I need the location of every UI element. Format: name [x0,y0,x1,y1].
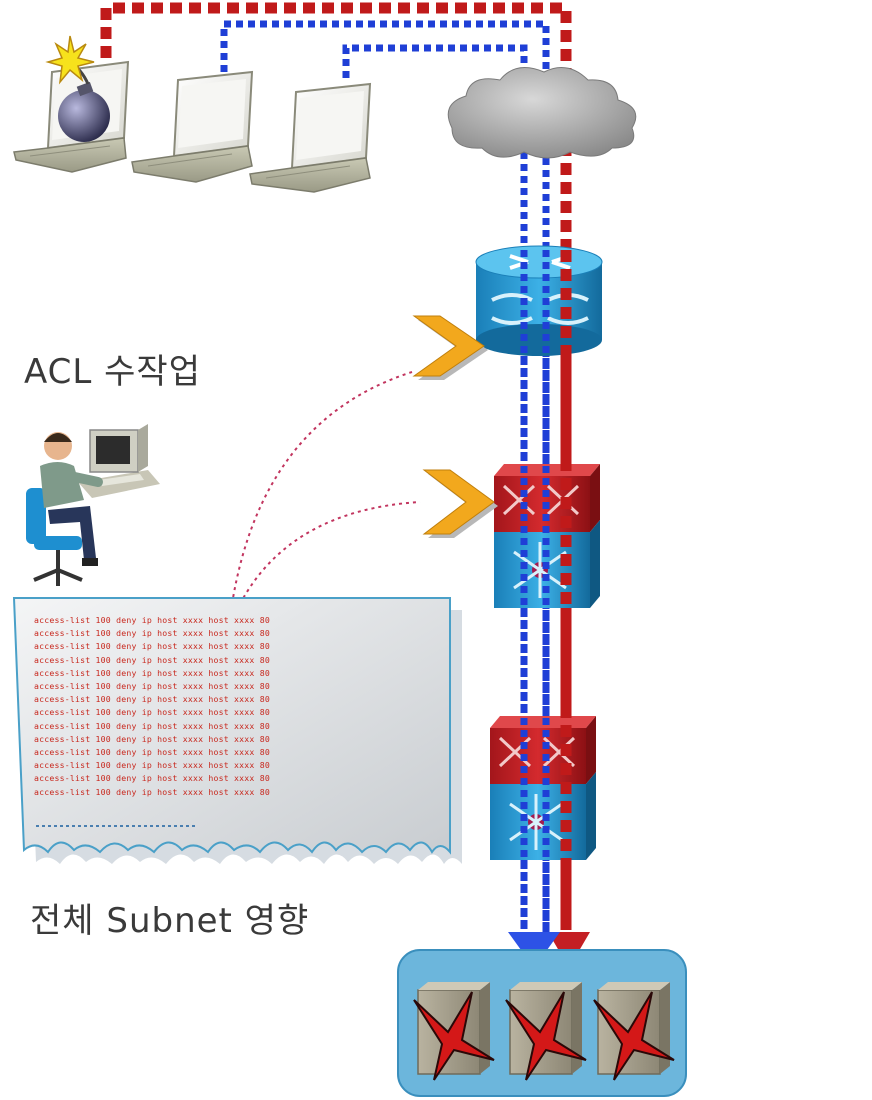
laptop-icon [131,70,254,183]
laptop-icon [249,82,372,193]
acl-log-line: access-list 100 deny ip host xxxx host x… [34,760,270,771]
acl-log-line: access-list 100 deny ip host xxxx host x… [34,720,270,731]
acl-log-line: access-list 100 deny ip host xxxx host x… [34,615,270,625]
router-icon [475,245,603,356]
acl-log-line: access-list 100 deny ip host xxxx host x… [34,654,270,665]
acl-manual-label: ACL 수작업 [24,352,201,392]
config-push-lines [231,371,421,605]
acl-log-line: access-list 100 deny ip host xxxx host x… [34,773,270,784]
bomb-icon [45,35,110,142]
acl-log-line: access-list 100 deny ip host xxxx host x… [34,641,270,652]
normal-traffic-path [520,250,550,932]
acl-log-line: access-list 100 deny ip host xxxx host x… [34,667,270,678]
cloud-icon [447,67,637,159]
acl-log-line: access-list 100 deny ip host xxxx host x… [34,733,270,744]
acl-config-sheet [12,597,462,864]
acl-log-line: access-list 100 deny ip host xxxx host x… [34,707,270,718]
subnet-impact-label: 전체 Subnet 영향 [30,901,310,941]
server-failed-icon [413,982,495,1081]
chevron-icon [422,469,498,538]
acl-log-line: access-list 100 deny ip host xxxx host x… [34,681,270,692]
server-failed-icon [593,982,675,1081]
acl-log-line: access-list 100 deny ip host xxxx host x… [34,747,270,758]
chevron-icon [412,315,488,380]
admin-workstation-icon [26,424,160,586]
acl-log-line: access-list 100 deny ip host xxxx host x… [34,786,270,797]
acl-log-line: access-list 100 deny ip host xxxx host x… [34,628,270,639]
server-failed-icon [505,982,587,1081]
acl-log-line: access-list 100 deny ip host xxxx host x… [34,694,270,705]
acl-log-lines: access-list 100 deny ip host xxxx host x… [34,614,374,799]
